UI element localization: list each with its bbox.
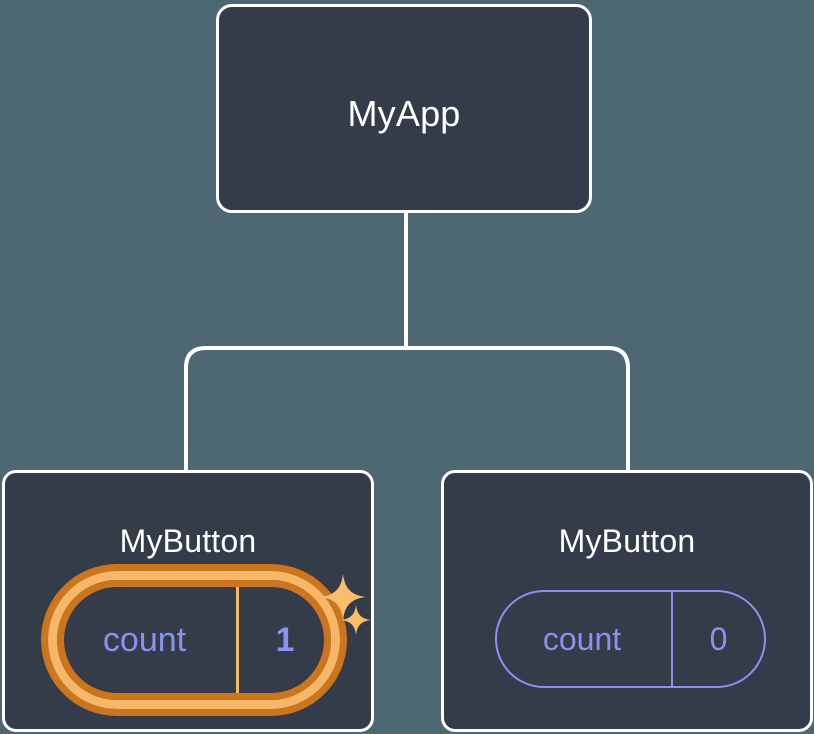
node-card-mybutton-right[interactable]: MyButton count 0 — [441, 470, 813, 732]
node-title-mybutton-left: MyButton — [119, 523, 257, 559]
state-value-label-right: 0 — [709, 620, 728, 657]
state-badge-count-left[interactable]: count 1 — [48, 571, 340, 709]
sparkle-large-icon — [320, 574, 366, 620]
sparkle-small-icon — [341, 605, 371, 635]
state-key-label-right: count — [542, 620, 622, 657]
state-badge-count-right[interactable]: count 0 — [495, 590, 766, 688]
state-key-label-left: count — [102, 620, 187, 659]
state-divider-left — [236, 580, 239, 700]
node-card-myapp[interactable]: MyApp — [216, 4, 592, 213]
node-card-mybutton-left[interactable]: MyButton count 1 — [2, 470, 374, 732]
state-divider-right — [671, 592, 673, 686]
state-value-label-left: 1 — [275, 620, 295, 659]
node-title-mybutton-right: MyButton — [558, 523, 696, 559]
edge-branch-bar — [184, 346, 630, 472]
node-title-myapp: MyApp — [347, 93, 461, 134]
